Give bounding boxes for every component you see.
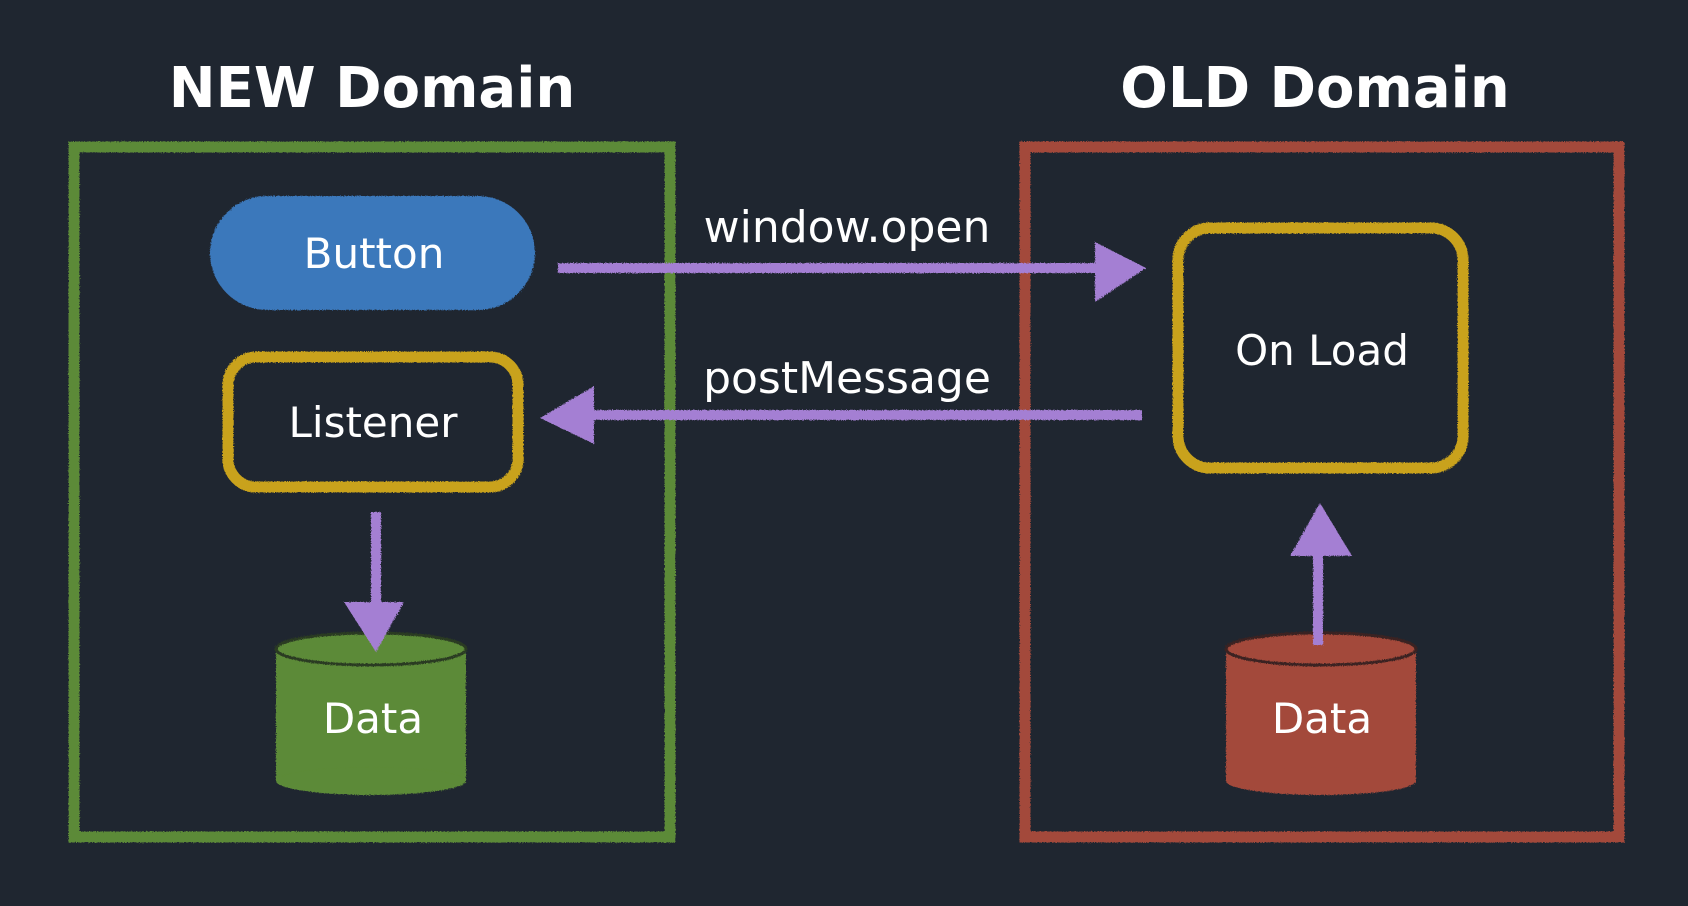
data-to-on-load-arrow [1290,503,1352,645]
on-load-node-label: On Load [1235,326,1409,375]
listener-to-data-arrow [344,512,404,652]
button-shape [210,196,535,310]
new-data-node: Data [274,631,468,795]
new-domain-frame [68,141,676,843]
old-domain-title: OLD Domain [1120,56,1509,121]
window-open-label: window.open [704,202,991,253]
old-data-node: Data [1224,631,1418,795]
on-load-shape [1172,222,1469,474]
button-node-label: Button [304,229,445,278]
new-domain-group: NEW Domain Button Listener Data [68,56,676,843]
old-domain-frame [1019,141,1625,843]
old-data-label: Data [1272,694,1372,743]
post-message-arrow [540,386,1142,444]
listener-node: Listener [222,351,524,493]
old-domain-group: OLD Domain On Load Data [1019,56,1625,843]
new-data-label: Data [323,694,423,743]
post-message-label: postMessage [703,353,991,404]
listener-shape [222,351,524,493]
window-open-arrow [558,242,1146,302]
new-data-cylinder-icon [274,631,468,795]
listener-node-label: Listener [289,398,459,447]
on-load-node: On Load [1172,222,1469,474]
button-node[interactable]: Button [210,196,535,310]
new-domain-title: NEW Domain [169,56,576,121]
